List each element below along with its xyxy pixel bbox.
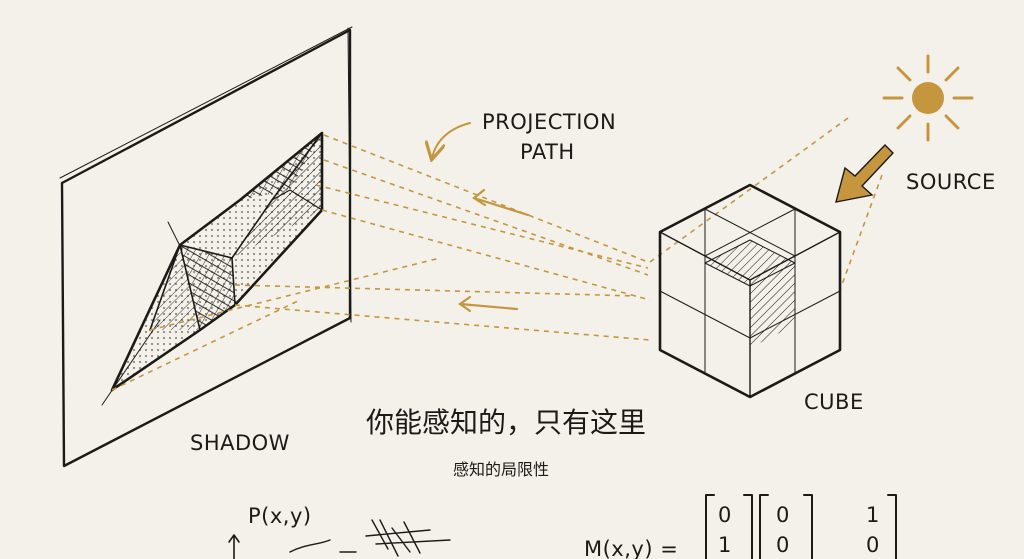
source-label: SOURCE <box>906 170 996 194</box>
matrix-cell: 1 <box>866 503 880 527</box>
matrix: 0 1 0 0 1 0 <box>705 494 897 559</box>
formula-p: P(x,y) <box>248 504 312 528</box>
matrix-cell: 0 <box>776 533 790 557</box>
cube-label: CUBE <box>804 390 864 414</box>
matrix-cell: 0 <box>776 503 790 527</box>
scribble <box>289 519 451 557</box>
formula-m: M(x,y) = <box>584 537 678 559</box>
shadow-shape <box>101 131 324 406</box>
arrow-icon <box>835 144 894 203</box>
projection-path-label-1: PROJECTION <box>482 110 616 134</box>
caption-subtitle: 感知的局限性 <box>453 460 549 479</box>
direction-arrows <box>458 188 530 313</box>
projection-rays <box>111 117 883 391</box>
axis-arrow <box>228 534 240 559</box>
cube <box>658 183 842 399</box>
matrix-cell: 1 <box>718 533 732 557</box>
sun-icon <box>882 54 974 142</box>
shadow-label: SHADOW <box>190 431 290 455</box>
matrix-cell: 0 <box>866 533 880 557</box>
projection-plane <box>59 26 353 468</box>
projection-path-pointer <box>432 122 471 158</box>
caption-title: 你能感知的，只有这里 <box>366 406 646 439</box>
projection-path-label-2: PATH <box>520 140 575 164</box>
matrix-cell: 0 <box>718 503 732 527</box>
